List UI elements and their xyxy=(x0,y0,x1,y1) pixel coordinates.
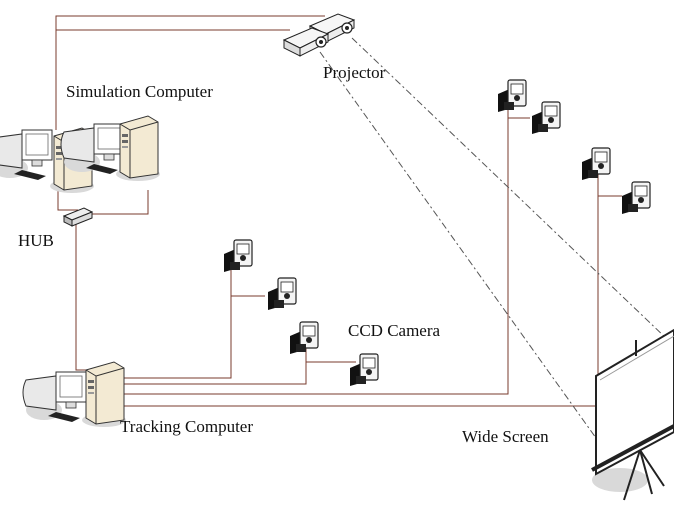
label-wide-screen: Wide Screen xyxy=(462,427,549,446)
monitor-icon xyxy=(22,371,87,423)
ccd-camera-icon xyxy=(531,101,561,135)
projector-icon xyxy=(283,27,329,57)
projector-pair xyxy=(283,13,355,57)
projection-lines xyxy=(319,37,669,453)
ccd-camera-icon xyxy=(289,321,319,355)
ccd-camera-icon xyxy=(349,353,379,387)
network-wires xyxy=(55,15,622,407)
ccd-camera-icon xyxy=(581,147,611,181)
ccd-camera-icon xyxy=(621,181,651,215)
wide-screen xyxy=(591,328,674,501)
ccd-camera-icon xyxy=(497,79,527,113)
hub-icon xyxy=(62,207,94,227)
label-hub: HUB xyxy=(18,231,54,250)
label-ccd-camera: CCD Camera xyxy=(348,321,441,340)
label-tracking-computer: Tracking Computer xyxy=(120,417,253,436)
monitor-icon xyxy=(60,123,125,175)
tracking-computer xyxy=(22,361,127,428)
computer-tower-icon xyxy=(115,115,161,182)
label-projector: Projector xyxy=(323,63,386,82)
label-simulation-computer: Simulation Computer xyxy=(66,82,213,101)
ccd-cameras xyxy=(223,79,651,387)
simulation-computers xyxy=(0,115,161,194)
monitor-icon xyxy=(0,129,53,181)
ccd-camera-icon xyxy=(267,277,297,311)
ccd-camera-icon xyxy=(223,239,253,273)
